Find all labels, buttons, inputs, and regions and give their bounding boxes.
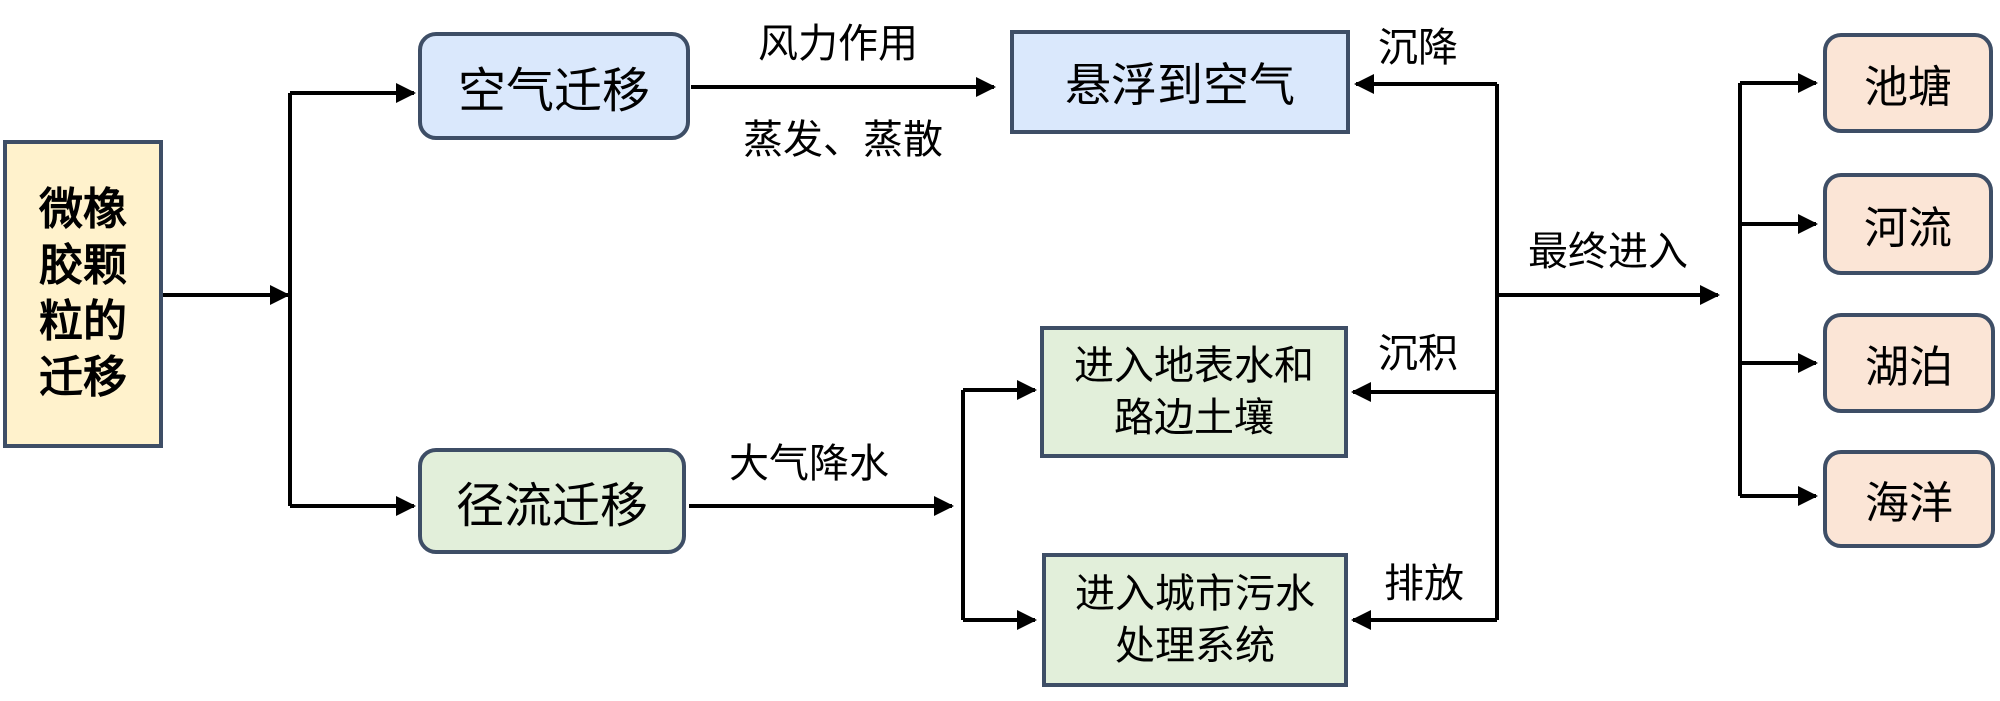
air-migration-node: 空气迁移 — [418, 32, 690, 140]
destination-lake: 湖泊 — [1823, 313, 1995, 413]
destination-pond: 池塘 — [1823, 33, 1993, 133]
edge-label-precipitation: 大气降水 — [729, 441, 889, 487]
sewage-system-node: 进入城市污水处理系统 — [1042, 553, 1348, 687]
destination-ocean: 海洋 — [1823, 450, 1995, 548]
surface-water-label: 进入地表水和路边土壤 — [1074, 343, 1314, 441]
sewage-system-label: 进入城市污水处理系统 — [1075, 571, 1315, 669]
edge-label-sedimentation: 沉积 — [1378, 331, 1458, 377]
edge-label-discharge: 排放 — [1384, 561, 1464, 607]
runoff-migration-label: 径流迁移 — [455, 478, 648, 534]
runoff-migration-node: 径流迁移 — [418, 448, 686, 554]
edge-label-wind: 风力作用 — [758, 21, 918, 67]
suspend-air-node: 悬浮到空气 — [1010, 30, 1350, 134]
destination-label: 海洋 — [1865, 478, 1953, 529]
edge-label-settling: 沉降 — [1378, 25, 1458, 71]
destination-label: 池塘 — [1864, 62, 1952, 113]
source-node-label: 微橡胶颗粒的迁移 — [39, 184, 127, 403]
destination-label: 湖泊 — [1865, 342, 1953, 393]
suspend-air-label: 悬浮到空气 — [1065, 58, 1295, 112]
edge-label-evaporation: 蒸发、蒸散 — [743, 117, 943, 163]
destination-label: 河流 — [1864, 203, 1952, 254]
source-node: 微橡胶颗粒的迁移 — [3, 140, 163, 448]
edge-label-finally-enter: 最终进入 — [1528, 229, 1688, 275]
destination-river: 河流 — [1823, 173, 1993, 275]
air-migration-label: 空气迁移 — [457, 63, 650, 119]
surface-water-node: 进入地表水和路边土壤 — [1040, 326, 1348, 458]
